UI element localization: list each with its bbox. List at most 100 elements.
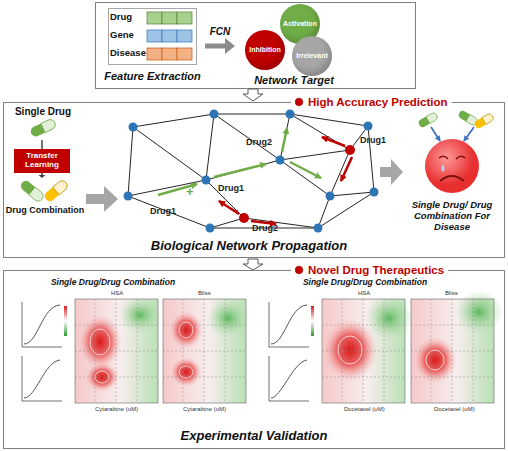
network-graph — [239, 213, 249, 223]
dose-response-plots — [322, 325, 405, 326]
connector-line — [86, 194, 104, 204]
network-graph — [219, 137, 352, 224]
panel-frame — [96, 3, 416, 89]
node-label: Network Target — [235, 74, 353, 87]
disease-outcome: Single Drug/ Drug Combination For Diseas… — [403, 108, 501, 236]
connector-arrow — [86, 186, 118, 212]
network-graph — [330, 150, 350, 196]
transfer-box: Transfer Learning — [14, 149, 70, 173]
connector-arrow — [39, 173, 46, 178]
network-graph — [290, 114, 368, 126]
dose-response-plots — [163, 299, 246, 403]
network-graph — [206, 180, 244, 218]
feature-table — [162, 12, 177, 24]
plot-group: Single Drug/Drug Combination — [258, 278, 500, 423]
pill-icon — [43, 179, 69, 203]
network-graph — [290, 114, 350, 150]
connector-arrow — [205, 38, 235, 54]
node-label: Single Drug/Drug Combination — [28, 278, 198, 288]
network-graph — [210, 110, 219, 119]
pill-icon — [426, 112, 439, 124]
axis-label: Cytarabine (uM) — [95, 406, 138, 413]
network-label: Drug2 — [252, 224, 278, 234]
network-label: + — [186, 185, 194, 199]
drug-combination: Drug Combination — [4, 178, 86, 220]
plot-group: Single Drug/Drug Combination — [10, 278, 250, 423]
network-graph — [341, 157, 352, 181]
node-label: Irrelevant — [296, 52, 328, 60]
pill-icon — [473, 113, 494, 130]
dose-response-plots — [269, 290, 503, 403]
axis-label: Docetaxel (uM) — [434, 406, 475, 413]
dose-response-plots — [22, 302, 62, 347]
dose-response-plots — [411, 377, 494, 378]
dose-response-plots — [411, 299, 494, 403]
network-label: Drug1 — [218, 184, 244, 194]
sad-face — [456, 156, 465, 159]
dose-response-plots — [206, 298, 250, 338]
flow-arrow — [243, 89, 263, 101]
feature-table: DrugGeneDiseaseFeature Extraction — [100, 6, 205, 86]
flow-arrow — [243, 259, 263, 270]
arrow-head — [104, 186, 118, 212]
network-graph — [206, 114, 214, 180]
dose-response-plots — [455, 290, 503, 334]
dose-response-plots — [426, 350, 444, 370]
axis-label: Bliss — [445, 290, 458, 297]
feature-table — [177, 12, 192, 24]
network-graph — [364, 122, 373, 131]
edge-label: FCN — [210, 26, 231, 37]
dose-response-plots — [271, 360, 307, 398]
feature-table — [147, 30, 162, 42]
single-drug: Single Drug — [12, 106, 74, 140]
pill-icon — [464, 127, 474, 141]
feature-table — [147, 48, 162, 60]
dose-response-plots — [64, 306, 67, 336]
network-graph — [318, 196, 330, 228]
irrelevant-circle: Irrelevant — [292, 36, 332, 76]
pill-icon — [431, 127, 440, 141]
panel-heading: Novel Drug Therapeutics — [291, 263, 448, 277]
network-graph — [128, 196, 210, 228]
dose-response-plots — [163, 325, 246, 326]
dose-response-plots — [179, 322, 193, 338]
network-graph — [214, 114, 280, 160]
axis-label: HSA — [358, 290, 370, 297]
pill-icon — [19, 179, 45, 203]
network-graph — [128, 127, 133, 196]
validation-panel: Novel Drug TherapeuticsExperimental Vali… — [3, 270, 505, 449]
connector-line — [205, 44, 225, 49]
dose-response-plots — [269, 302, 309, 347]
dose-response-plots — [322, 299, 405, 403]
feature-table — [162, 30, 177, 42]
connector-arrow — [42, 140, 43, 149]
feature-table — [109, 9, 197, 65]
prediction-panel: High Accuracy PredictionSingle DrugTrans… — [3, 102, 505, 258]
network-graph — [276, 156, 285, 165]
dose-response-plots — [22, 356, 62, 401]
network-graph — [129, 123, 138, 132]
sad-face — [440, 176, 464, 181]
dose-response-plots — [411, 325, 494, 326]
network-graph — [214, 114, 290, 115]
node-label: Gene — [110, 30, 148, 41]
network-label: Drug1 — [360, 136, 386, 146]
feature-table — [177, 30, 192, 42]
dose-response-plots — [118, 297, 162, 333]
pill-icon — [29, 187, 45, 203]
connector-arrow — [380, 159, 403, 185]
network-graph — [318, 192, 374, 228]
dose-response-plots — [78, 314, 122, 370]
panel-heading: High Accuracy Prediction — [291, 95, 452, 109]
dose-response-plots — [322, 351, 405, 352]
network-graph — [158, 128, 321, 195]
dose-response-plots — [95, 371, 109, 383]
network-graph — [206, 224, 215, 233]
network-graph — [322, 137, 345, 146]
axis-label: Docetaxel (uM) — [344, 406, 385, 413]
node-label: Single Drug/ Drug Combination For Diseas… — [403, 200, 501, 233]
network-label: Drug1 — [150, 207, 176, 217]
network-graph — [124, 110, 379, 233]
axis-label: HSA — [111, 290, 123, 297]
